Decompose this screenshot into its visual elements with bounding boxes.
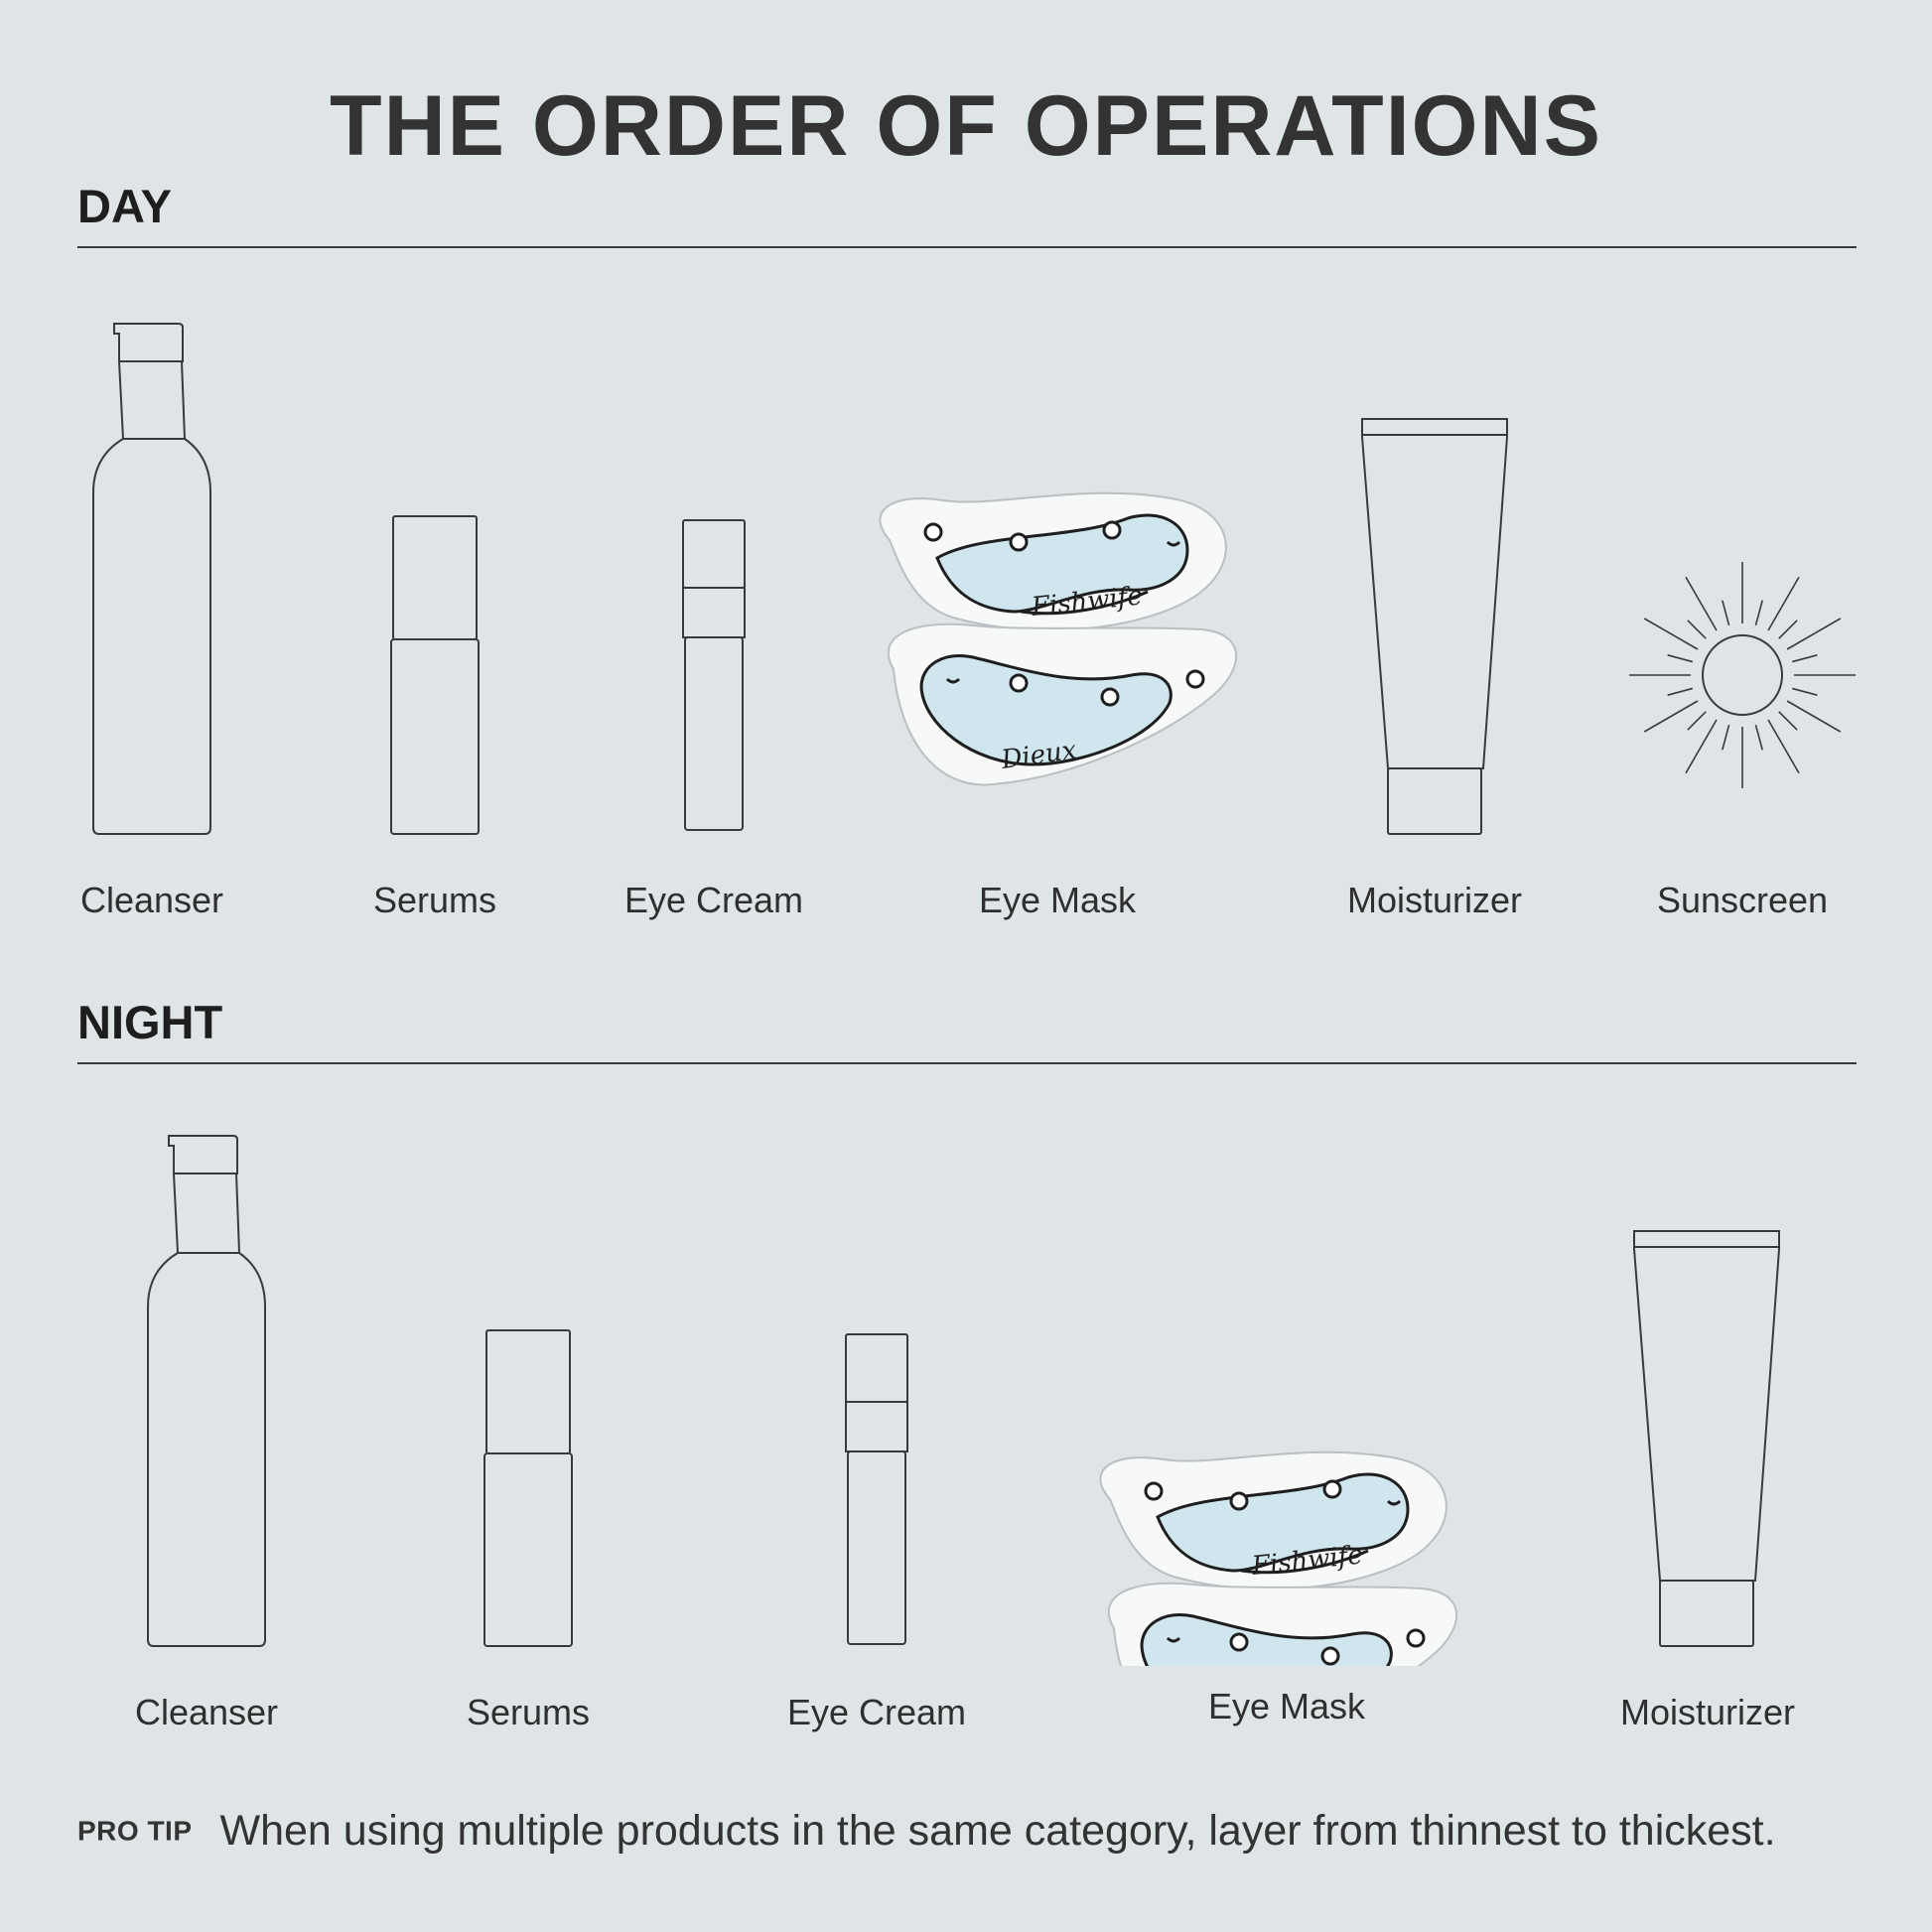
day-step-cleanser: Cleanser: [79, 880, 224, 920]
day-step-serums: Serums: [372, 880, 497, 920]
night-divider: [77, 1062, 1857, 1064]
day-step-eye-cream: Eye Cream: [623, 880, 804, 920]
eye-cream-icon: [682, 519, 746, 831]
serum-bottle-icon: [483, 1329, 573, 1647]
pro-tip-text: When using multiple products in the same…: [219, 1807, 1776, 1855]
cleanser-bottle-icon: [147, 1135, 266, 1647]
eye-mask-patch-bottom: Dieux: [887, 622, 1237, 786]
eye-mask-icon: Fishwife Dieux: [879, 491, 1237, 786]
night-step-serums: Serums: [466, 1692, 591, 1732]
moisturizer-tube-icon: [1633, 1230, 1780, 1647]
pro-tip-label: PRO TIP: [77, 1815, 193, 1847]
eye-mask-patch-bottom: Dieux: [1107, 1582, 1457, 1666]
day-step-moisturizer: Moisturizer: [1346, 880, 1523, 920]
eye-cream-icon: [845, 1333, 908, 1645]
cleanser-bottle-icon: [92, 323, 211, 835]
eye-mask-patch-top: Fishwife: [879, 491, 1227, 631]
night-step-eye-cream: Eye Cream: [786, 1692, 967, 1732]
night-heading: NIGHT: [77, 996, 223, 1048]
day-products: Fishwife Dieux Cleanser Serums Eye Cream…: [0, 298, 1932, 920]
day-step-sunscreen: Sunscreen: [1656, 880, 1829, 920]
sun-icon: [1629, 562, 1856, 788]
night-step-moisturizer: Moisturizer: [1619, 1692, 1796, 1732]
night-step-eye-mask: Eye Mask: [1207, 1686, 1366, 1726]
day-step-eye-mask: Eye Mask: [978, 880, 1137, 920]
night-products: Fishwife Dieux Cleanser Serums Eye Cream…: [0, 1110, 1932, 1732]
night-step-cleanser: Cleanser: [134, 1692, 279, 1732]
eye-mask-patch-top: Fishwife: [1099, 1450, 1448, 1590]
day-heading: DAY: [77, 180, 172, 232]
day-divider: [77, 246, 1857, 248]
eye-mask-icon: Fishwife Dieux: [1099, 1450, 1457, 1666]
moisturizer-tube-icon: [1361, 418, 1508, 835]
serum-bottle-icon: [390, 515, 480, 835]
pro-tip: PRO TIP When using multiple products in t…: [77, 1807, 1776, 1856]
page-title: THE ORDER OF OPERATIONS: [330, 78, 1602, 174]
